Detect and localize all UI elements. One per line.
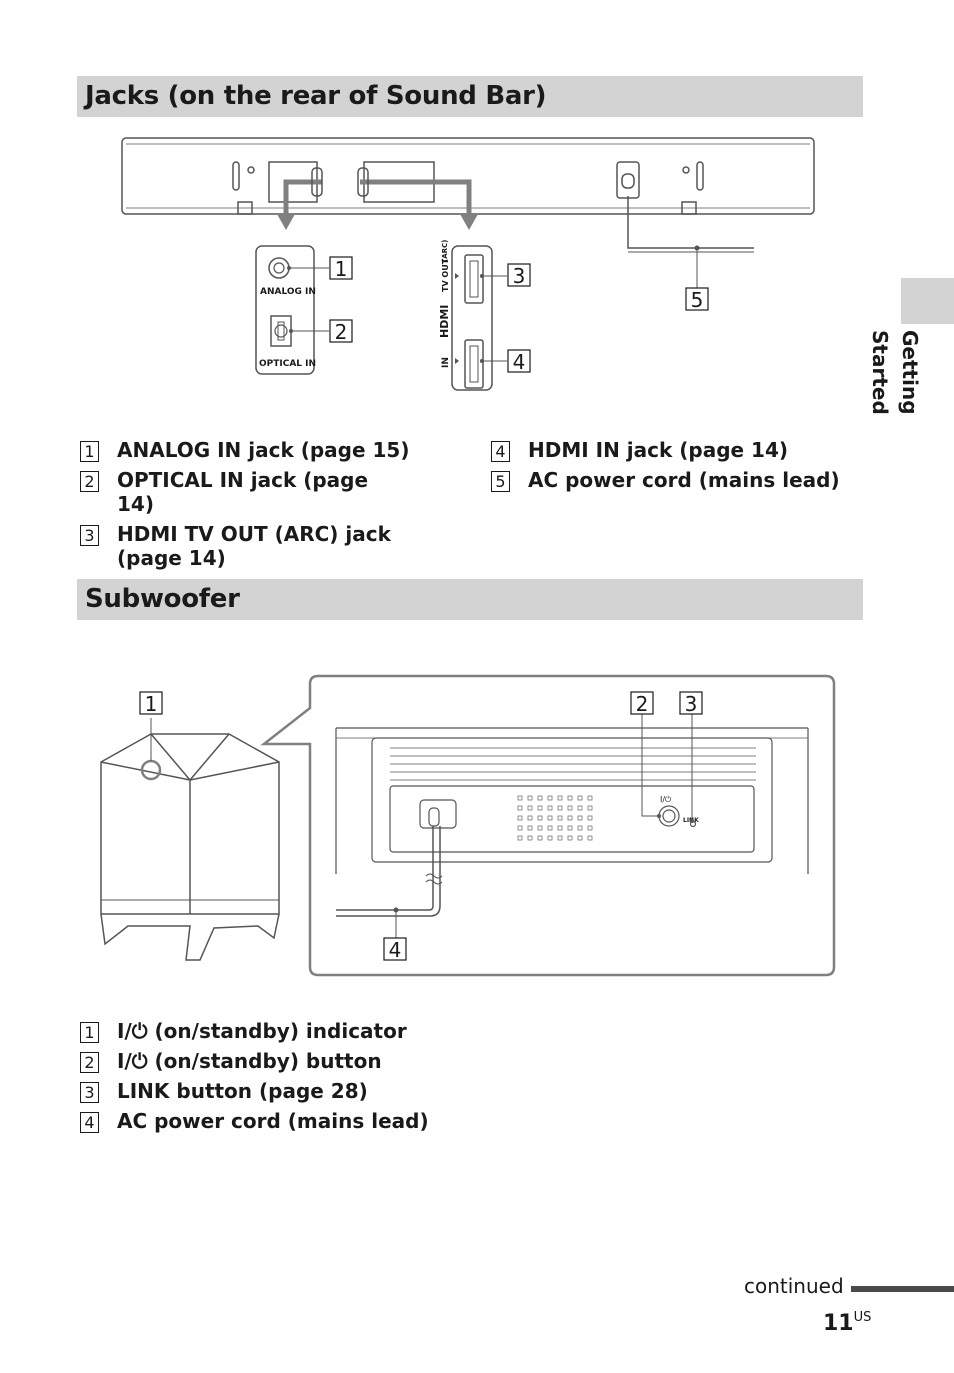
continued-label: continued (744, 1274, 844, 1298)
svg-text:1: 1 (145, 692, 158, 716)
side-tab (901, 278, 954, 324)
svg-text:3: 3 (513, 264, 526, 288)
svg-text:2: 2 (335, 320, 348, 344)
svg-text:2: 2 (636, 692, 649, 716)
tv-out-label: TV OUT (441, 258, 450, 292)
in-label: IN (441, 357, 451, 368)
section-title-jacks: Jacks (on the rear of Sound Bar) (85, 81, 547, 111)
callout-2: 2 (329, 319, 353, 344)
callout-5: 5 (685, 287, 709, 312)
hdmi-panel: HDMI TV OUT (ARC) IN (438, 240, 507, 391)
soundbar-rear-diagram: ANALOG IN OPTICAL IN 1 2 (0, 130, 954, 405)
callout-1: 1 (139, 691, 163, 716)
hdmi-label: HDMI (438, 305, 451, 338)
subwoofer-body (100, 718, 280, 961)
analog-optical-panel: ANALOG IN OPTICAL IN (255, 245, 329, 375)
callout-4: 4 (383, 937, 407, 962)
svg-text:5: 5 (691, 288, 704, 312)
arc-label: (ARC) (441, 240, 449, 262)
callout-1: 1 (329, 256, 353, 281)
svg-text:4: 4 (513, 350, 526, 374)
optical-in-label: OPTICAL IN (259, 359, 316, 369)
callout-4: 4 (507, 349, 531, 374)
callout-2: 2 (630, 691, 654, 716)
subwoofer-rear-panel (335, 727, 809, 874)
svg-text:4: 4 (389, 938, 402, 962)
power-symbol-label: I/⏻ (660, 795, 672, 804)
analog-in-label: ANALOG IN (260, 287, 316, 297)
section-header-subwoofer: Subwoofer (77, 579, 863, 620)
vent-grille (517, 795, 593, 841)
side-tab-label: Getting Started (868, 330, 922, 415)
callout-3: 3 (679, 691, 703, 716)
svg-text:3: 3 (685, 692, 698, 716)
section-title-subwoofer: Subwoofer (85, 584, 240, 614)
callout-3: 3 (507, 263, 531, 288)
connector-arrows (283, 179, 472, 218)
svg-text:1: 1 (335, 257, 348, 281)
page-number: 11US (823, 1310, 872, 1336)
section-header-jacks: Jacks (on the rear of Sound Bar) (77, 76, 863, 117)
subwoofer-diagram: 1 I/⏻ (0, 670, 954, 990)
continued-bar (851, 1286, 954, 1292)
zoom-balloon (260, 674, 836, 977)
